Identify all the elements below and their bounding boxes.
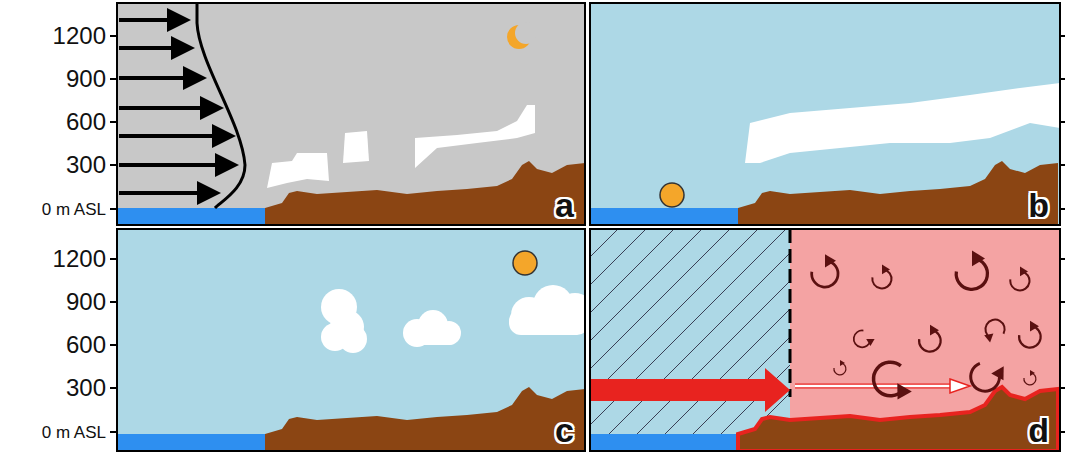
axis-label: 1200: [53, 247, 106, 271]
panel-c: [117, 229, 593, 451]
axis-label: 0 m ASL: [42, 424, 106, 441]
panel-letter: d: [1028, 413, 1049, 447]
panel-letter: c: [555, 413, 574, 447]
axis-label: 600: [66, 333, 106, 357]
axis-label: 300: [66, 376, 106, 400]
axis-label: 900: [66, 290, 106, 314]
panel-letter: a: [555, 188, 574, 222]
axis-ticks: [110, 36, 1065, 432]
axis-label: 900: [66, 67, 106, 91]
axis-label: 1200: [53, 24, 106, 48]
axis-label: 300: [66, 153, 106, 177]
panel-frames: [117, 3, 1060, 451]
panel-b: [590, 3, 1060, 225]
panel-letter: b: [1028, 188, 1049, 222]
axis-label: 600: [66, 110, 106, 134]
panel-a: [117, 3, 585, 225]
axis-label: 0 m ASL: [42, 201, 106, 218]
panel-d: [590, 229, 1060, 451]
